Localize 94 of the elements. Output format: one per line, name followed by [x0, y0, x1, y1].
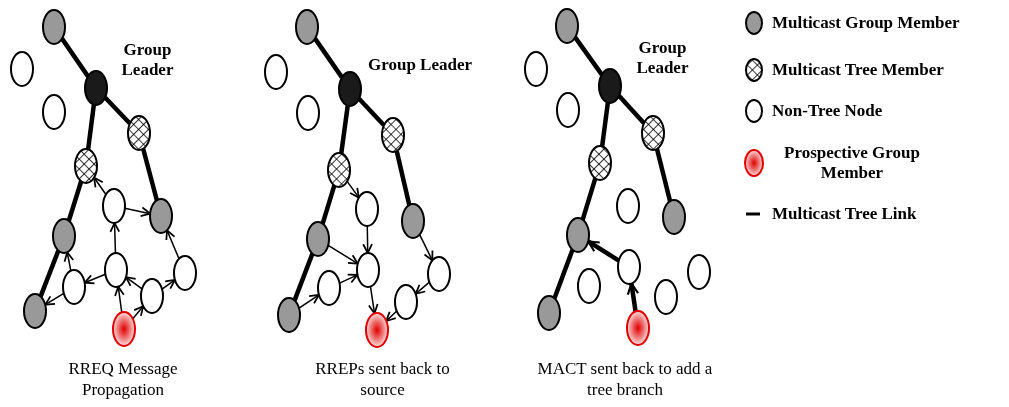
- tree-link: [320, 184, 337, 225]
- arrow: [327, 244, 359, 265]
- tree-link: [599, 102, 611, 147]
- arrow: [63, 251, 75, 272]
- tree-link: [38, 249, 61, 298]
- non-tree-node: [556, 92, 580, 128]
- arrow: [161, 279, 176, 290]
- arrow: [346, 180, 360, 199]
- group-member-node: [306, 221, 330, 257]
- non-tree-node: [524, 51, 548, 87]
- panel-caption: RREPs sent back to source: [314, 358, 451, 400]
- non-tree-node: [616, 188, 640, 224]
- legend-label: Multicast Tree Link: [772, 204, 918, 224]
- arrow: [368, 285, 379, 315]
- group-leader-node: [598, 68, 622, 104]
- tree-link: [313, 37, 344, 79]
- tree-link: [339, 105, 350, 154]
- legend-label: Multicast Tree Member: [772, 60, 945, 80]
- tree-link: [654, 148, 673, 202]
- group-member-node: [295, 9, 319, 45]
- tree-member-node: [127, 115, 151, 151]
- panel-caption: MACT sent back to add a tree branch: [536, 358, 714, 400]
- arrow: [109, 222, 121, 254]
- node-label: Group Leader: [120, 40, 175, 80]
- arrow: [587, 239, 620, 263]
- legend-label: Prospective Group Member: [783, 143, 921, 183]
- non-tree-node: [427, 256, 451, 292]
- non-tree-node: [394, 284, 418, 320]
- panel-caption: RREQ Message Propagation: [67, 358, 179, 400]
- arrow: [114, 285, 125, 314]
- group-member-node: [52, 218, 76, 254]
- tree-member-node: [588, 145, 612, 181]
- group-member-node: [555, 8, 579, 44]
- tree-link: [394, 150, 412, 206]
- tree-link: [141, 148, 159, 201]
- arrow: [362, 225, 373, 254]
- arrow: [414, 281, 431, 295]
- tree-link: [552, 248, 575, 300]
- group-member-node: [662, 199, 686, 235]
- non-tree-node: [577, 268, 601, 304]
- group-leader-node: [84, 70, 108, 106]
- tree-link: [292, 252, 315, 302]
- tree-link: [103, 95, 132, 126]
- group-leader-node: [338, 71, 362, 107]
- arrow: [626, 282, 640, 312]
- tree-member-node: [74, 148, 98, 184]
- arrow: [124, 206, 151, 218]
- non-tree-node: [317, 270, 341, 306]
- non-tree-node: [356, 252, 380, 288]
- tree-member-node: [381, 117, 405, 153]
- prospective-member-node: [112, 311, 136, 347]
- tree-member-node: [641, 115, 665, 151]
- non-tree-node: [140, 278, 164, 314]
- tree-link: [580, 177, 598, 221]
- group-member-node: [42, 9, 66, 45]
- non-tree-node: [654, 279, 678, 315]
- arrow: [132, 305, 145, 320]
- non-tree-node: [264, 54, 288, 90]
- legend-label: Non-Tree Node: [772, 101, 884, 121]
- group-member-node: [566, 217, 590, 253]
- group-member-node: [23, 293, 47, 329]
- group-member-node: [401, 203, 425, 239]
- arrow: [44, 292, 65, 306]
- non-tree-node: [355, 191, 379, 227]
- tree-link: [60, 37, 90, 78]
- group-member-node: [277, 297, 301, 333]
- non-tree-node: [687, 254, 711, 290]
- arrow: [298, 293, 320, 309]
- non-tree-node: [62, 269, 86, 305]
- node-label: Group Leader: [635, 38, 690, 78]
- non-tree-node: [104, 252, 128, 288]
- non-tree-node: [42, 94, 66, 130]
- non-tree-node: [173, 255, 197, 291]
- arrow: [165, 229, 180, 260]
- legend-label: Multicast Group Member: [772, 13, 961, 33]
- non-tree-node: [296, 95, 320, 131]
- tree-link: [85, 104, 97, 150]
- arrow: [93, 176, 107, 196]
- group-member-node: [537, 295, 561, 331]
- prospective-member-node: [365, 312, 389, 348]
- non-tree-node: [102, 188, 126, 224]
- group-member-node: [149, 198, 173, 234]
- tree-member-node: [327, 152, 351, 188]
- arrow: [385, 310, 398, 322]
- arrow: [125, 276, 143, 290]
- prospective-member-node: [626, 310, 650, 346]
- tree-link: [66, 180, 84, 222]
- non-tree-node: [617, 249, 641, 285]
- non-tree-node: [10, 51, 34, 87]
- tree-link: [357, 97, 386, 127]
- tree-link: [573, 36, 604, 76]
- tree-link: [617, 94, 646, 125]
- node-label: Group Leader: [366, 55, 474, 75]
- arrow: [418, 233, 434, 262]
